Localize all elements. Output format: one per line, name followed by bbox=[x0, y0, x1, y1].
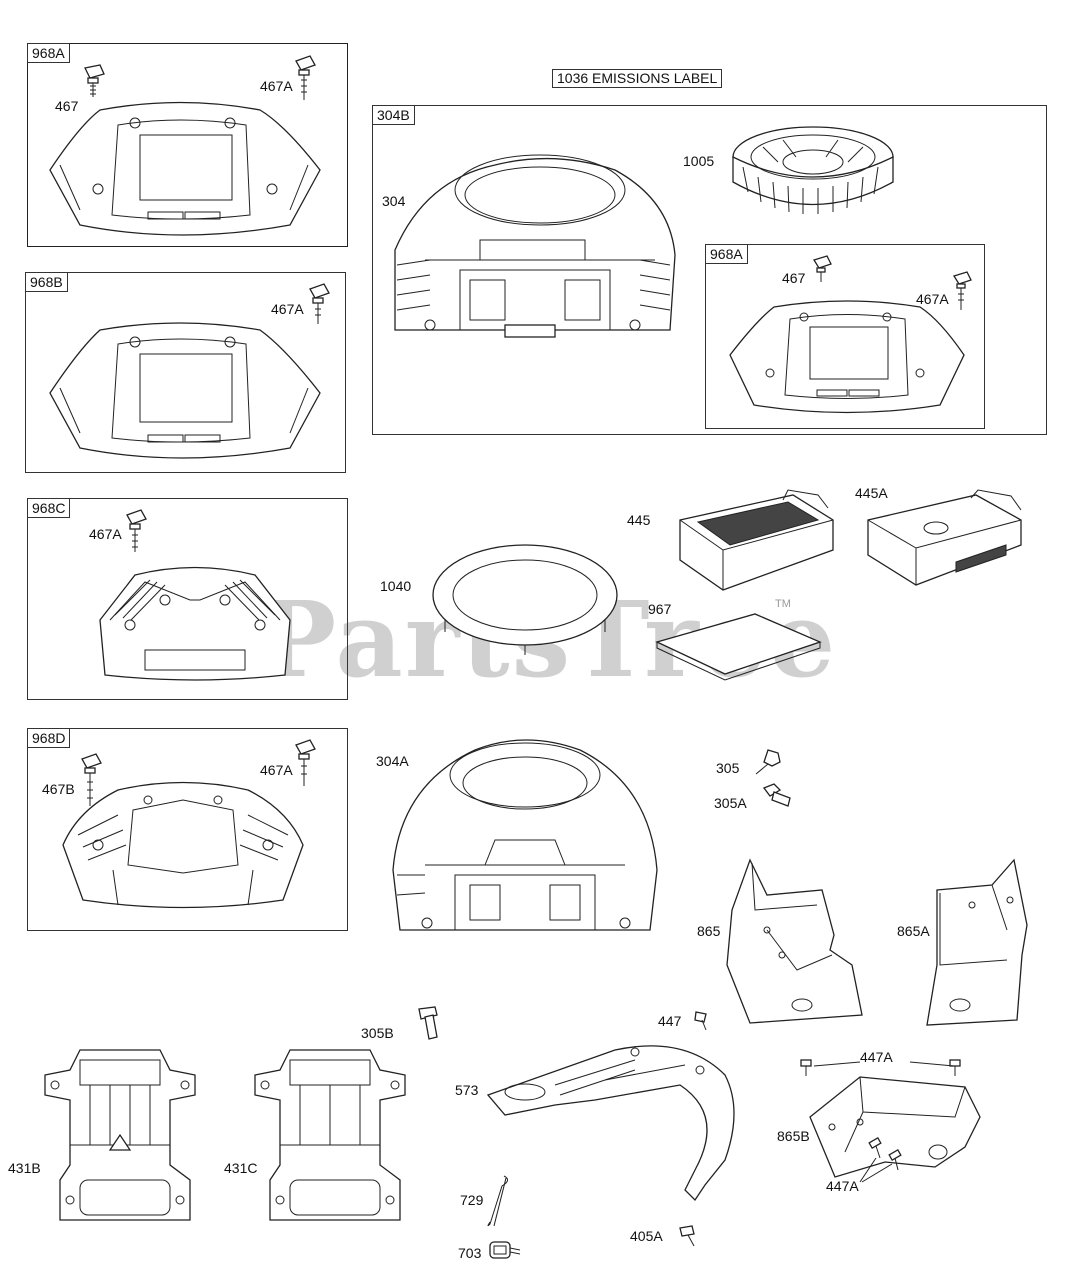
part-label-1005[interactable]: 1005 bbox=[683, 153, 715, 169]
part-label-865[interactable]: 865 bbox=[697, 923, 721, 939]
part-label-467a[interactable]: 467A bbox=[260, 78, 293, 94]
part-label-305[interactable]: 305 bbox=[716, 760, 740, 776]
blower-cover-968a-inner-icon bbox=[729, 300, 965, 414]
air-cleaner-base-431c-icon bbox=[254, 1049, 406, 1221]
group-box-304b: 304B bbox=[372, 105, 1047, 435]
part-label-865b[interactable]: 865B bbox=[777, 1128, 810, 1144]
knob-screw-467-icon bbox=[84, 64, 105, 97]
shroud-865a-icon bbox=[926, 858, 1028, 1026]
part-label-865a[interactable]: 865A bbox=[897, 923, 930, 939]
emissions-label: 1036 EMISSIONS LABEL bbox=[552, 69, 723, 88]
air-cleaner-base-431b-icon bbox=[44, 1049, 196, 1221]
blower-housing-304a-icon bbox=[392, 739, 658, 931]
group-tag: 968C bbox=[27, 498, 71, 518]
air-filter-445a-icon bbox=[867, 489, 1022, 586]
group-box-968a-inner: 968A bbox=[705, 244, 985, 429]
part-label-467a[interactable]: 467A bbox=[260, 762, 293, 778]
stud-305b-icon bbox=[418, 1006, 438, 1040]
part-label-1040[interactable]: 1040 bbox=[380, 578, 412, 594]
group-box-968a-top: 968A bbox=[27, 43, 348, 247]
part-label-305a[interactable]: 305A bbox=[714, 795, 747, 811]
air-filter-445-icon bbox=[679, 489, 834, 591]
part-label-445[interactable]: 445 bbox=[627, 512, 651, 528]
part-label-445a[interactable]: 445A bbox=[855, 485, 888, 501]
leader-lines-447a bbox=[813, 1061, 955, 1067]
part-label-305b[interactable]: 305B bbox=[361, 1025, 394, 1041]
group-tag: 968D bbox=[27, 728, 71, 748]
shroud-865-icon bbox=[726, 858, 863, 1024]
part-label-304a[interactable]: 304A bbox=[376, 753, 409, 769]
part-label-467a[interactable]: 467A bbox=[89, 526, 122, 542]
part-label-447a[interactable]: 447A bbox=[860, 1049, 893, 1065]
group-tag: 968A bbox=[705, 244, 748, 264]
group-tag: 304B bbox=[372, 105, 415, 125]
part-label-431c[interactable]: 431C bbox=[224, 1160, 258, 1176]
baffle-573-icon bbox=[486, 1045, 735, 1202]
group-box-968c: 968C bbox=[27, 498, 348, 700]
knob-screw-467a-icon bbox=[953, 271, 972, 310]
blower-housing-304-icon bbox=[394, 154, 676, 338]
shroud-865b-icon bbox=[809, 1076, 981, 1178]
group-box-968d: 968D bbox=[27, 728, 348, 931]
screw-447a-left-icon bbox=[800, 1059, 812, 1076]
part-label-467[interactable]: 467 bbox=[782, 270, 806, 286]
part-label-967[interactable]: 967 bbox=[648, 601, 672, 617]
part-label-405a[interactable]: 405A bbox=[630, 1228, 663, 1244]
screws-447a-bottom-icon bbox=[859, 1137, 902, 1183]
knob-screw-467-icon bbox=[813, 255, 832, 282]
screw-447-icon bbox=[694, 1011, 707, 1031]
knob-screw-467b-icon bbox=[81, 753, 102, 806]
trademark: TM bbox=[775, 598, 791, 610]
pre-cleaner-967-icon bbox=[655, 613, 822, 681]
part-label-447a[interactable]: 447A bbox=[826, 1178, 859, 1194]
part-label-447[interactable]: 447 bbox=[658, 1013, 682, 1029]
blower-cover-968b-icon bbox=[49, 322, 321, 459]
knob-screw-467a-icon bbox=[126, 509, 147, 552]
group-tag: 968B bbox=[25, 272, 68, 292]
part-label-467[interactable]: 467 bbox=[55, 98, 79, 114]
flywheel-fan-1005-icon bbox=[732, 126, 894, 214]
group-tag: 968A bbox=[27, 43, 70, 63]
part-label-467a[interactable]: 467A bbox=[271, 301, 304, 317]
spring-729-icon bbox=[487, 1175, 508, 1227]
knob-screw-467a-icon bbox=[309, 283, 330, 324]
knob-screw-467a-icon bbox=[295, 739, 316, 786]
part-label-573[interactable]: 573 bbox=[455, 1082, 479, 1098]
part-label-304[interactable]: 304 bbox=[382, 193, 406, 209]
screw-405a-icon bbox=[679, 1225, 695, 1247]
part-label-467b[interactable]: 467B bbox=[42, 781, 75, 797]
part-label-467a[interactable]: 467A bbox=[916, 291, 949, 307]
clip-703-icon bbox=[489, 1241, 521, 1259]
group-box-968b: 968B bbox=[25, 272, 346, 473]
blower-cover-968a-icon bbox=[49, 101, 321, 236]
blower-cover-968c-icon bbox=[99, 566, 291, 681]
screw-305-icon bbox=[755, 749, 781, 775]
stud-305a-icon bbox=[762, 783, 791, 807]
knob-screw-467a-icon bbox=[295, 55, 316, 100]
part-label-703[interactable]: 703 bbox=[458, 1245, 482, 1261]
part-label-729[interactable]: 729 bbox=[460, 1192, 484, 1208]
screw-447a-right-icon bbox=[949, 1059, 961, 1076]
blower-cover-968d-icon bbox=[62, 781, 304, 909]
part-label-431b[interactable]: 431B bbox=[8, 1160, 41, 1176]
gasket-ring-1040-icon bbox=[432, 544, 618, 655]
